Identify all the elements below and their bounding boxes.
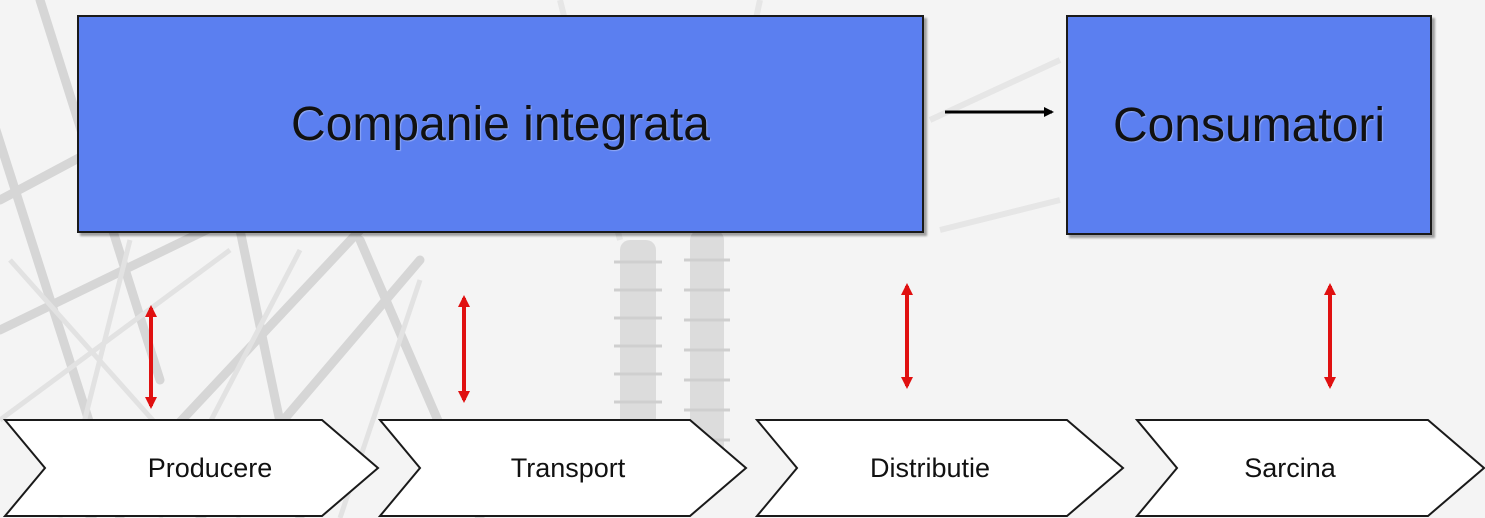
stage-label-distributie: Distributie (869, 453, 991, 483)
consumers-box: Consumatori (1066, 15, 1432, 235)
integrated-company-box: Companie integrata (77, 15, 924, 233)
integrated-company-label: Companie integrata (291, 97, 710, 151)
stage-label-transport: Transport (510, 453, 626, 483)
stage-label-producere: Producere (147, 453, 273, 483)
stage-label-sarcina: Sarcina (1244, 453, 1336, 483)
consumers-label: Consumatori (1112, 98, 1386, 152)
